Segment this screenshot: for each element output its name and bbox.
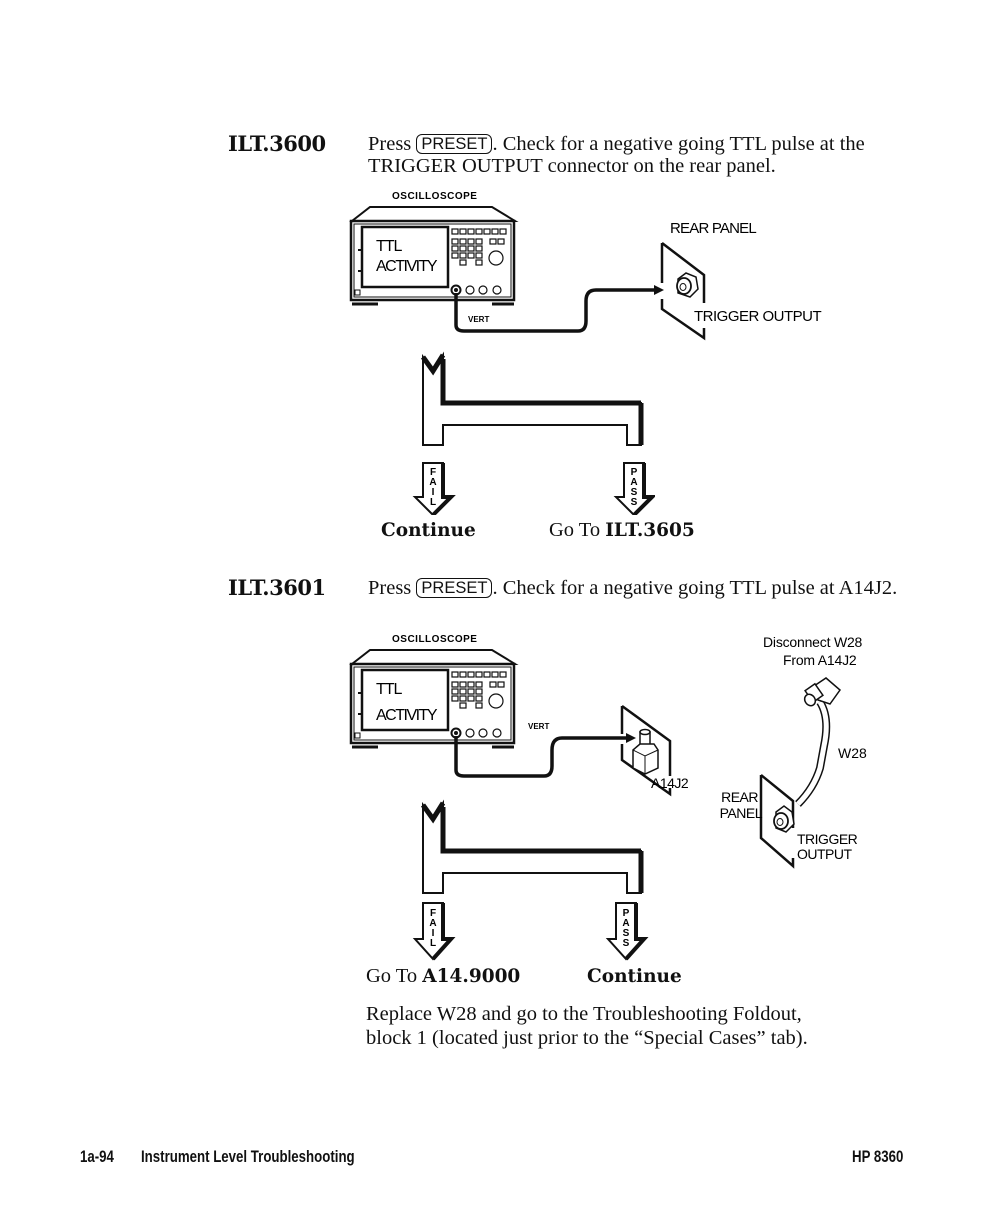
fail-letter: I [432,928,435,939]
connection-diagram: OSCILLOSCOPE TTL ACTIVITY VERT [349,634,867,869]
oscilloscope-label: OSCILLOSCOPE [392,634,477,645]
trigger-output-label: TRIGGER OUTPUT [694,308,822,325]
disconnect-note-from: From A14J2 [783,652,857,668]
w28-label: W28 [838,745,867,761]
pass-arrow-icon [613,462,655,515]
step-link[interactable]: A14.9000 [422,966,521,987]
fail-letter: F [430,908,436,919]
pass-fail-flowchart: F A I L P A S S [412,799,649,961]
step-link[interactable]: ILT.3605 [605,520,695,541]
pass-letter: S [631,487,638,498]
pass-letter: P [631,467,638,478]
a14j2-label: A14J2 [651,775,689,791]
step-instruction: Press PRESET. Check for a negative going… [368,577,898,599]
pass-letter: S [631,497,638,508]
page-number: 1a-94 [80,1147,114,1166]
connection-diagram: OSCILLOSCOPE TTL ACTIVITY VERT [349,191,822,341]
pass-arrow-icon [605,902,649,961]
preset-key: PRESET [416,578,493,598]
product-name: HP 8360 [852,1147,904,1166]
step-instruction: Press PRESET. Check for a negative going… [368,133,865,177]
screen-text-ttl: TTL [376,238,403,255]
branch-shape [422,799,642,894]
vert-label: VERT [528,722,549,731]
pass-letter: A [622,918,629,929]
pass-letter: S [623,928,630,939]
pass-outcome[interactable]: Go To ILT.3605 [549,519,695,541]
fail-letter: F [430,467,436,478]
disconnect-note: Disconnect W28 [763,634,863,650]
vert-label: VERT [468,315,489,324]
fail-letter: L [430,497,436,508]
fail-outcome: Continue [381,520,476,541]
preset-key: PRESET [416,134,493,154]
rear-panel-icon [759,774,795,869]
pass-letter: S [623,938,630,949]
arrow-icon [654,285,664,295]
fail-letter: L [430,938,436,949]
step-id: ILT.3600 [228,131,326,156]
step-id: ILT.3601 [228,575,326,600]
fail-letter: A [429,477,436,488]
fail-letter: I [432,487,435,498]
trigger-output-label: OUTPUT [797,846,853,862]
pass-outcome: Continue [587,966,682,987]
fail-arrow-icon [412,462,456,515]
section-title: Instrument Level Troubleshooting [141,1147,355,1166]
oscilloscope-label: OSCILLOSCOPE [392,191,477,202]
screen-text-activity: ACTIVITY [376,258,438,275]
fail-outcome[interactable]: Go To A14.9000 [366,965,521,987]
screen-text-activity: ACTIVITY [376,707,438,724]
probe-cable [454,288,658,333]
followup-instruction: Replace W28 and go to the Troubleshootin… [366,1003,808,1049]
pass-letter: P [623,908,630,919]
fail-arrow-icon [412,902,456,961]
probe-cable [454,736,630,778]
rear-panel-icon [660,242,706,341]
w28-cable-icon [795,677,842,807]
a14j2-connector-icon [620,704,672,797]
screen-text-ttl: TTL [376,681,403,698]
arrow-icon [626,733,636,743]
oscilloscope-icon [349,206,519,306]
fail-letter: A [429,918,436,929]
rear-panel-label: PANEL [720,805,763,821]
pass-letter: A [630,477,637,488]
branch-shape [422,351,642,446]
rear-panel-label: REAR PANEL [670,220,756,237]
oscilloscope-icon [349,649,519,749]
trigger-output-label: TRIGGER [797,831,858,847]
rear-panel-label: REAR [721,789,758,805]
pass-fail-flowchart: F A I L P A S S [412,351,655,515]
